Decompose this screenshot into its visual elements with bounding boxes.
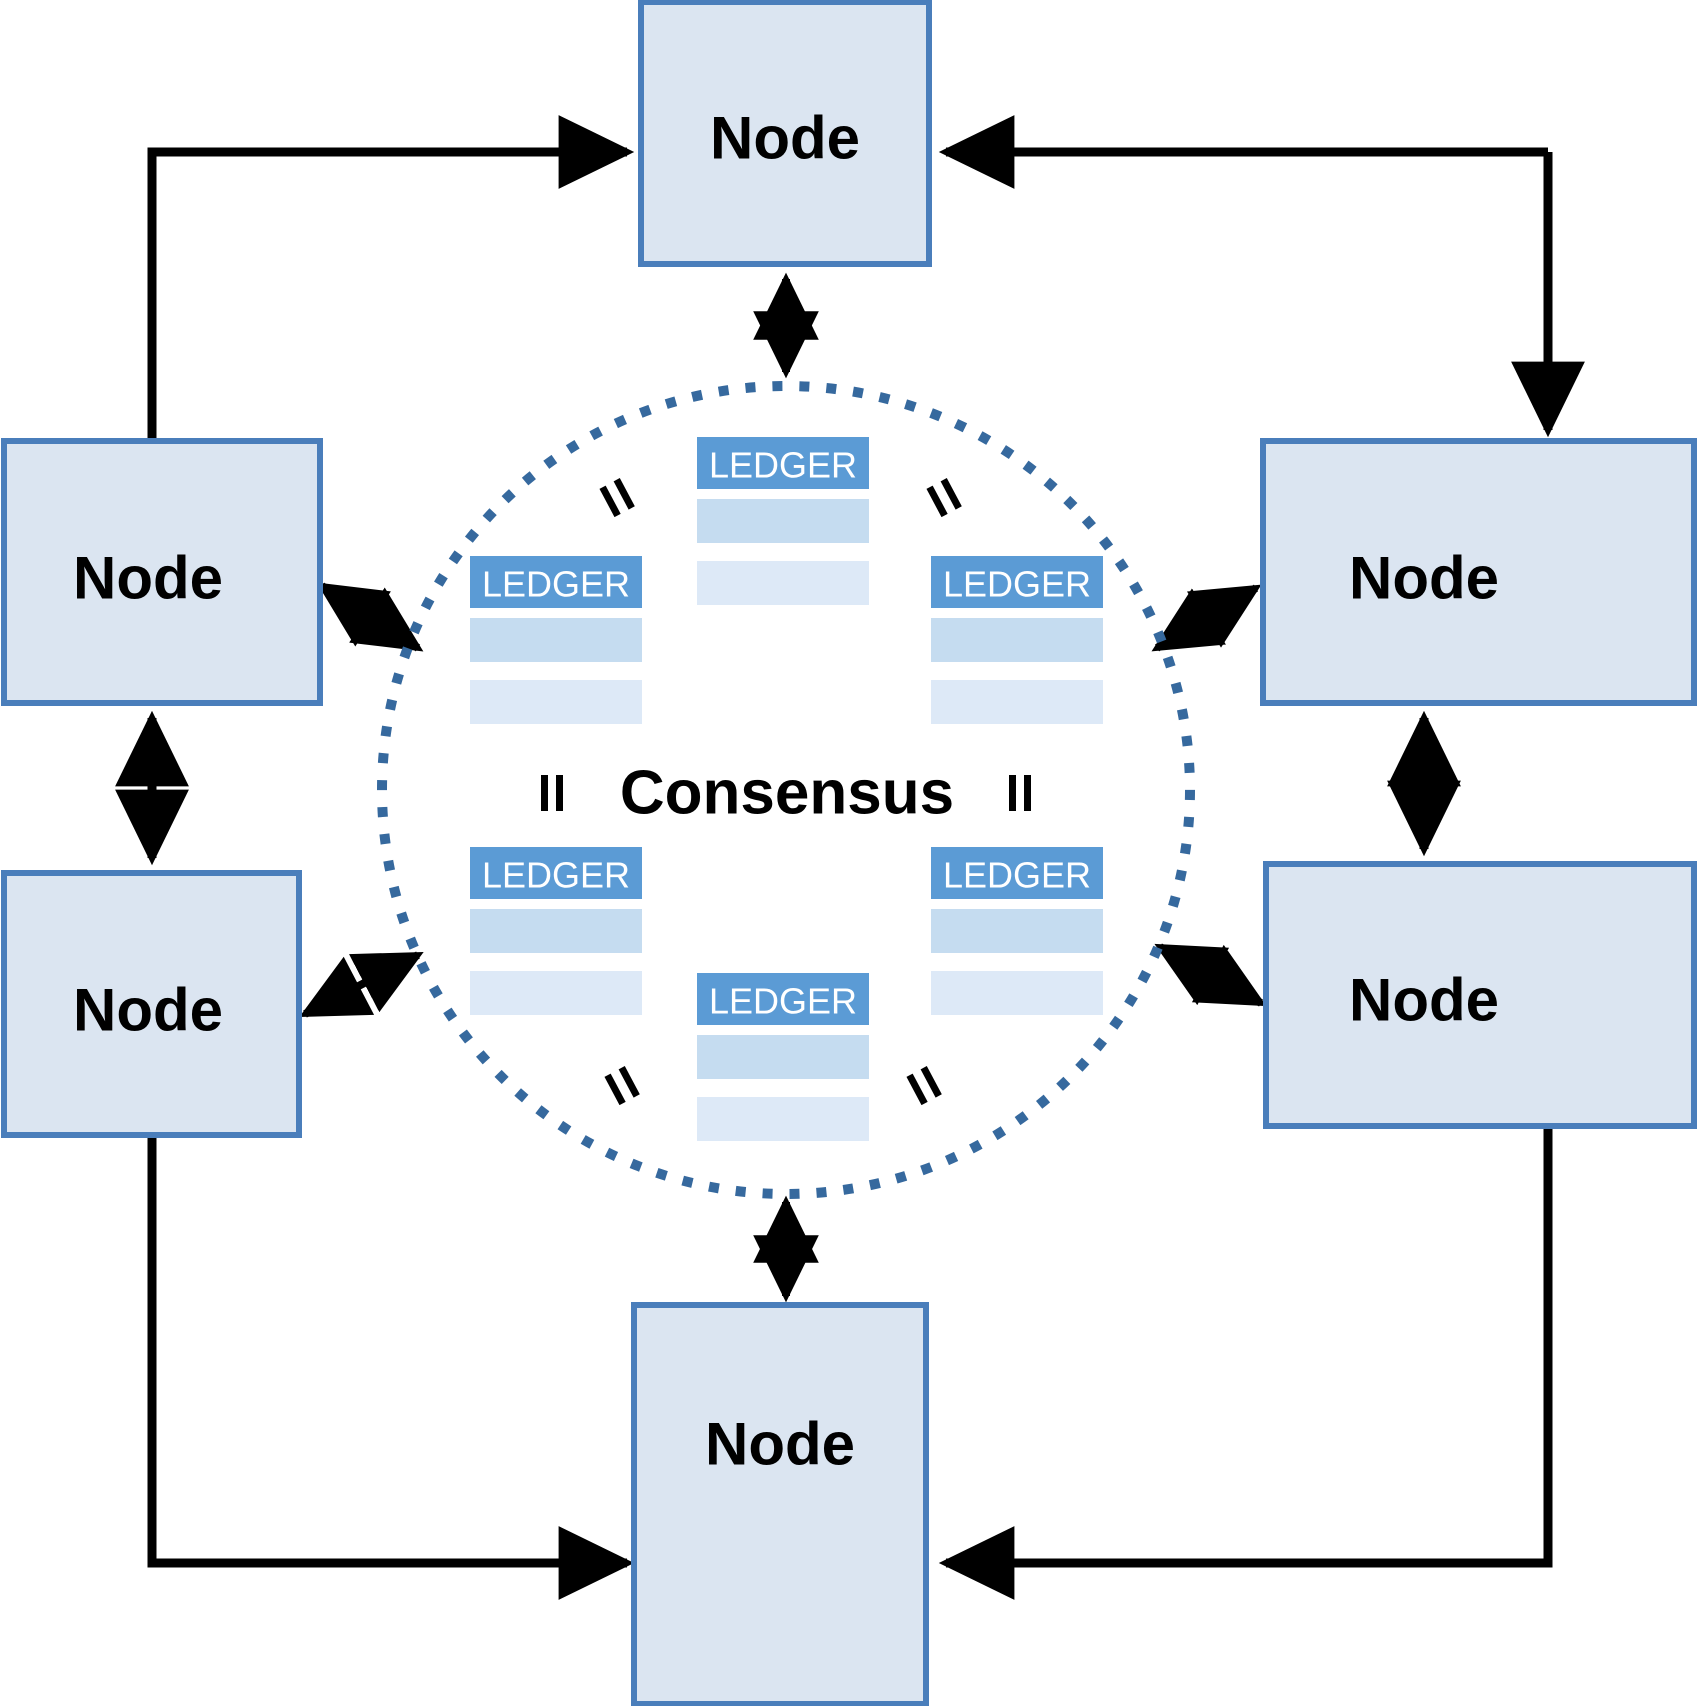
ledger-bottom-row-1	[697, 1035, 869, 1079]
ledger-left-lower-row-1	[470, 909, 642, 953]
node-bottom-box[interactable]	[631, 1302, 929, 1706]
node-right-lower-label: Node	[1349, 967, 1499, 1034]
equals-bottom-left-bar-1	[604, 1073, 626, 1106]
equals-top-left	[599, 478, 635, 518]
ledger-top[interactable]: LEDGER	[697, 437, 869, 605]
node-right-upper[interactable]: Node	[1260, 438, 1697, 706]
ledger-left-upper-row-1	[470, 618, 642, 662]
conn-center-to-node-right-upper	[1151, 584, 1262, 652]
ledger-bottom[interactable]: LEDGER	[697, 973, 869, 1141]
ledger-right-lower-row-1	[931, 909, 1103, 953]
conn-left-lower-to-bottom	[147, 1135, 635, 1600]
ledger-left-lower[interactable]: LEDGER	[470, 847, 642, 1015]
equals-bottom-left	[604, 1066, 640, 1106]
node-bottom-label: Node	[705, 1411, 855, 1478]
ledger-right-lower[interactable]: LEDGER	[931, 847, 1103, 1015]
ledger-left-upper-header	[470, 556, 642, 608]
node-right-upper-box[interactable]	[1260, 438, 1697, 706]
conn-right-lower-to-bottom	[938, 1126, 1553, 1600]
conn-center-to-node-right-lower	[1154, 943, 1267, 1007]
side-connectors	[115, 710, 1461, 866]
equals-mid-left-bar-1	[541, 775, 548, 811]
node-left-upper-label: Node	[73, 545, 223, 612]
consensus-circle	[377, 381, 1195, 1199]
node-top[interactable]: Node	[638, 0, 932, 267]
ledger-left-lower-label: LEDGER	[482, 855, 630, 896]
node-left-lower[interactable]: Node	[1, 870, 302, 1138]
ledger-top-header	[697, 437, 869, 489]
equals-top-right-bar-2	[940, 478, 962, 510]
equals-bottom-right	[906, 1066, 942, 1106]
ledger-left-upper-label: LEDGER	[482, 564, 630, 605]
ledger-bottom-row-2	[697, 1097, 869, 1141]
node-right-lower-box[interactable]	[1263, 861, 1697, 1129]
ledger-top-row-1	[697, 499, 869, 543]
ledger-right-lower-label: LEDGER	[943, 855, 1091, 896]
ledger-top-row-2	[697, 561, 869, 605]
ledger-left-upper-row-2	[470, 680, 642, 724]
node-left-upper[interactable]: Node	[1, 438, 323, 706]
ledger-bottom-header	[697, 973, 869, 1025]
ledger-left-lower-row-2	[470, 971, 642, 1015]
ledger-bottom-label: LEDGER	[709, 981, 857, 1022]
ledger-right-upper-row-1	[931, 618, 1103, 662]
node-left-lower-label: Node	[73, 977, 223, 1044]
node-right-upper-label: Node	[1349, 545, 1499, 612]
equals-bottom-right-bar-2	[920, 1066, 942, 1098]
equals-mid-right-bar-1	[1009, 775, 1016, 811]
node-top-label: Node	[710, 105, 860, 172]
equals-top-left-bar-2	[613, 478, 635, 510]
ledger-left-upper[interactable]: LEDGER	[470, 556, 642, 724]
equals-mid-left-bar-2	[556, 775, 563, 811]
equals-mid-left	[541, 775, 563, 811]
equals-bottom-left-bar-2	[618, 1066, 640, 1098]
node-left-upper-box[interactable]	[1, 438, 323, 706]
ledger-right-upper-row-2	[931, 680, 1103, 724]
node-bottom[interactable]: Node	[631, 1302, 929, 1706]
equals-mid-right-bar-2	[1024, 775, 1031, 811]
ledger-right-lower-row-2	[931, 971, 1103, 1015]
ledger-left-lower-header	[470, 847, 642, 899]
equals-mid-right	[1009, 775, 1031, 811]
consensus-connectors	[299, 272, 1267, 1303]
node-right-lower[interactable]: Node	[1263, 861, 1697, 1129]
ledger-right-upper[interactable]: LEDGER	[931, 556, 1103, 724]
ledger-top-label: LEDGER	[709, 445, 857, 486]
outer-ring-connectors	[147, 115, 1585, 1600]
consensus-label: Consensus	[620, 759, 954, 828]
ledger-right-lower-header	[931, 847, 1103, 899]
conn-center-to-node-left-lower	[299, 951, 424, 1018]
equals-top-right	[926, 478, 962, 518]
ledger-right-upper-label: LEDGER	[943, 564, 1091, 605]
conn-center-to-node-left-upper	[316, 582, 424, 652]
ledger-right-upper-header	[931, 556, 1103, 608]
equals-top-right-bar-1	[926, 485, 948, 518]
conn-left-upper-to-top	[147, 115, 635, 441]
equals-top-left-bar-1	[599, 485, 621, 518]
node-top-box[interactable]	[638, 0, 932, 267]
node-left-lower-box[interactable]	[1, 870, 302, 1138]
equals-bottom-right-bar-1	[906, 1073, 928, 1106]
